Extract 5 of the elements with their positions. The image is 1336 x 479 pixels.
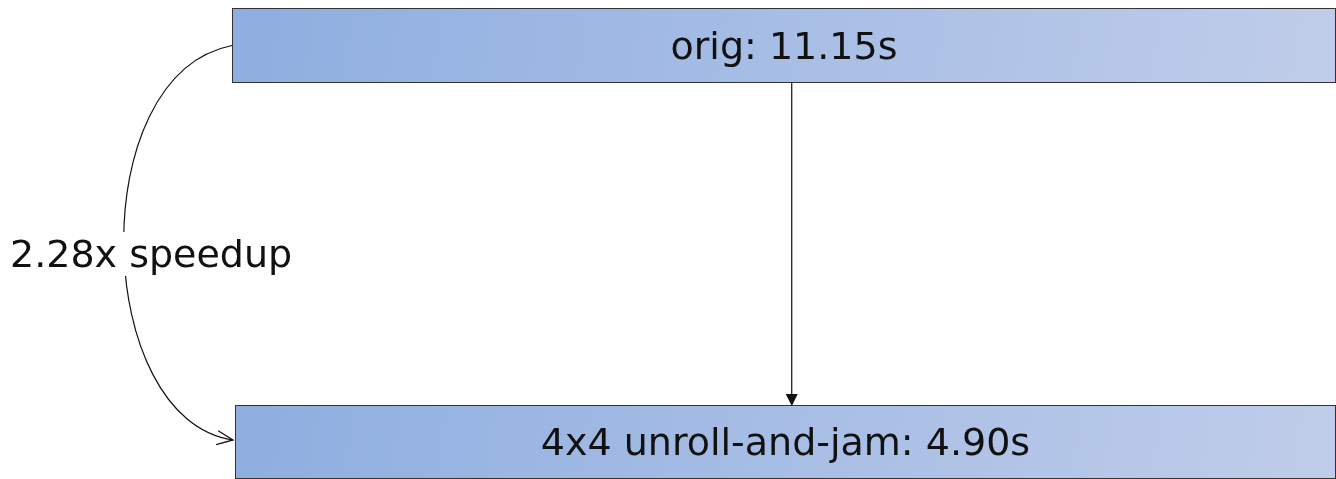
box-label: orig: 11.15s [670, 23, 898, 68]
arrow [785, 82, 798, 406]
box-label: 4x4 unroll-and-jam: 4.90s [540, 420, 1031, 464]
process-box [235, 405, 1336, 479]
process-box [232, 8, 1336, 83]
